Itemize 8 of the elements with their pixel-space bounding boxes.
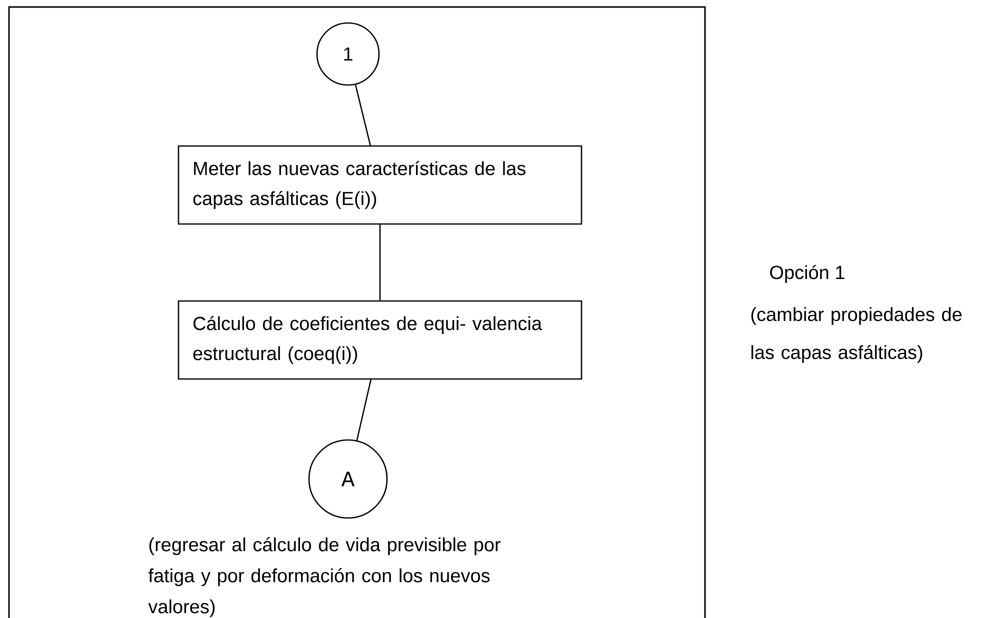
process-box: Cálculo de coeficientes de equi- valencia estructural (coeq(i)) — [178, 300, 582, 380]
connector-line — [356, 380, 372, 440]
option-note: (cambiar propiedades de las capas asfálticas) — [751, 307, 962, 363]
connector-line — [354, 84, 371, 146]
caption-text: (regresar al cálculo de vida previsible por fatiga y por deformación con los nuevos valores) — [148, 537, 500, 618]
option-title: Opción 1 — [770, 265, 844, 283]
connector-line — [379, 224, 381, 300]
process-box: Meter las nuevas características de las capas asfálticas (E(i)) — [178, 145, 582, 225]
